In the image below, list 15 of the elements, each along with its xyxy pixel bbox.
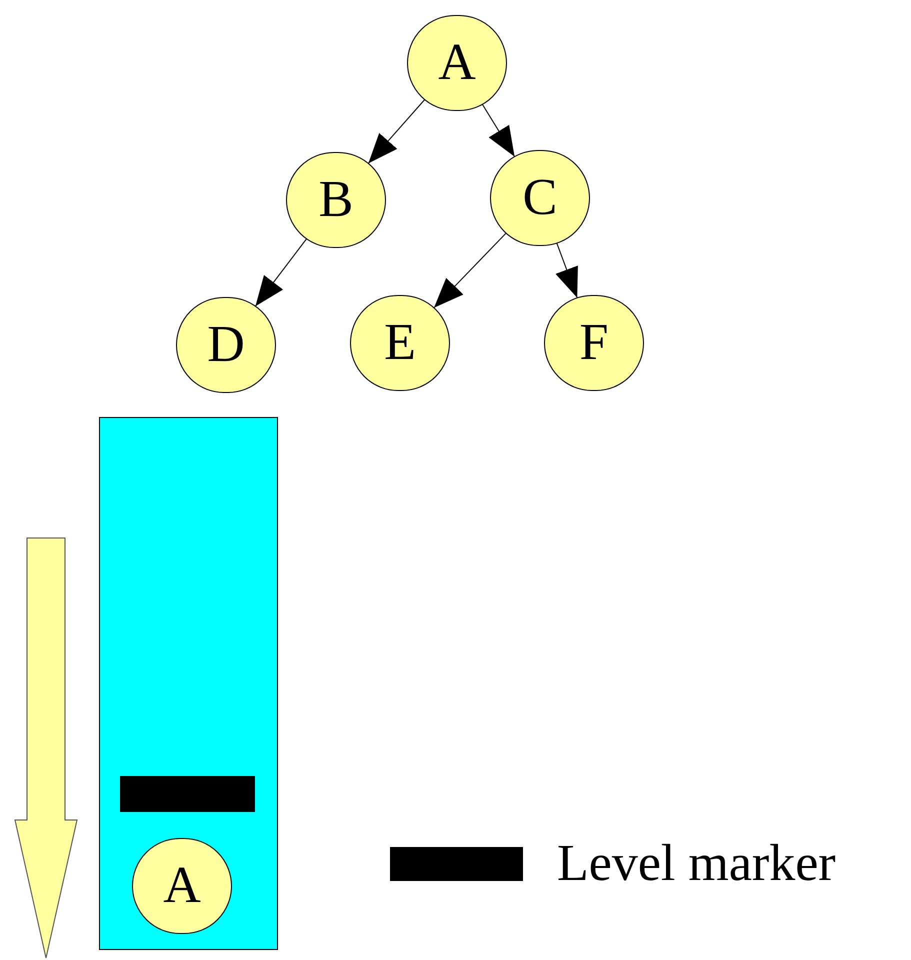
arrow — [555, 242, 578, 298]
node-label: C — [522, 172, 558, 224]
node-label: B — [318, 174, 354, 226]
node-label: E — [384, 317, 416, 369]
node-label: A — [163, 860, 201, 912]
node-label: F — [580, 317, 608, 369]
legend-label: Level marker — [557, 838, 836, 890]
arrow — [368, 99, 426, 164]
arrow — [482, 104, 516, 158]
arrow — [254, 238, 308, 307]
node-label: A — [438, 37, 476, 89]
queue-box — [99, 417, 278, 950]
level-marker-bar — [120, 776, 255, 812]
node-label: D — [207, 319, 245, 371]
arrow — [434, 232, 506, 308]
